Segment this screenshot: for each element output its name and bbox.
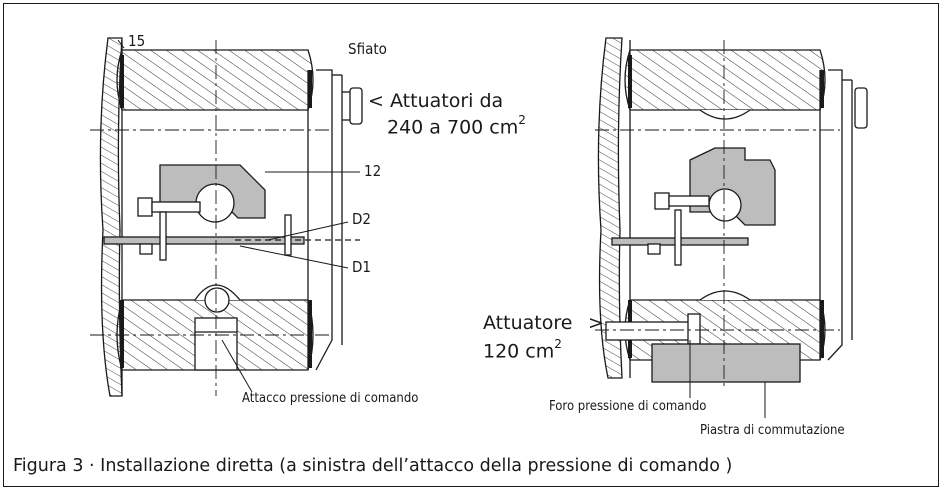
label-attuatore-exp: 2: [554, 337, 562, 351]
label-attuatori-arrow: <: [368, 90, 384, 112]
left-upper-body: [116, 49, 314, 111]
label-attuatori-line2: 240 a 700 cm2: [387, 113, 526, 139]
label-attuatori-line2-text: 240 a 700 cm: [387, 116, 519, 139]
right-upper-body: [624, 49, 826, 111]
right-assembly: [595, 37, 868, 418]
left-assembly: [90, 37, 363, 397]
label-d1: D1: [352, 258, 371, 276]
label-sfiato: Sfiato: [348, 40, 387, 58]
label-part-15: 15: [128, 32, 146, 50]
label-attacco: Attacco pressione di comando: [242, 391, 419, 406]
label-attuatori-exp: 2: [518, 113, 526, 127]
label-attuatore-line2: 120 cm2: [483, 337, 562, 363]
label-foro: Foro pressione di comando: [549, 399, 707, 414]
label-attuatori-line1: Attuatori da: [390, 90, 504, 112]
right-wall: [597, 37, 623, 379]
label-piastra: Piastra di commutazione: [700, 423, 845, 438]
label-part-12: 12: [364, 162, 382, 180]
label-attuatore-line2-text: 120 cm: [483, 340, 555, 363]
label-attuatore-arrow: >: [588, 312, 604, 334]
sfiato-vent: [349, 87, 363, 125]
switching-plate: [651, 343, 801, 383]
figure-caption: Figura 3 · Installazione diretta (a sini…: [13, 456, 733, 476]
label-attuatore-line1: Attuatore: [483, 312, 573, 334]
label-d2: D2: [352, 210, 371, 228]
left-lever: [103, 236, 305, 245]
right-vent: [854, 87, 868, 129]
left-case-right: [315, 69, 333, 371]
